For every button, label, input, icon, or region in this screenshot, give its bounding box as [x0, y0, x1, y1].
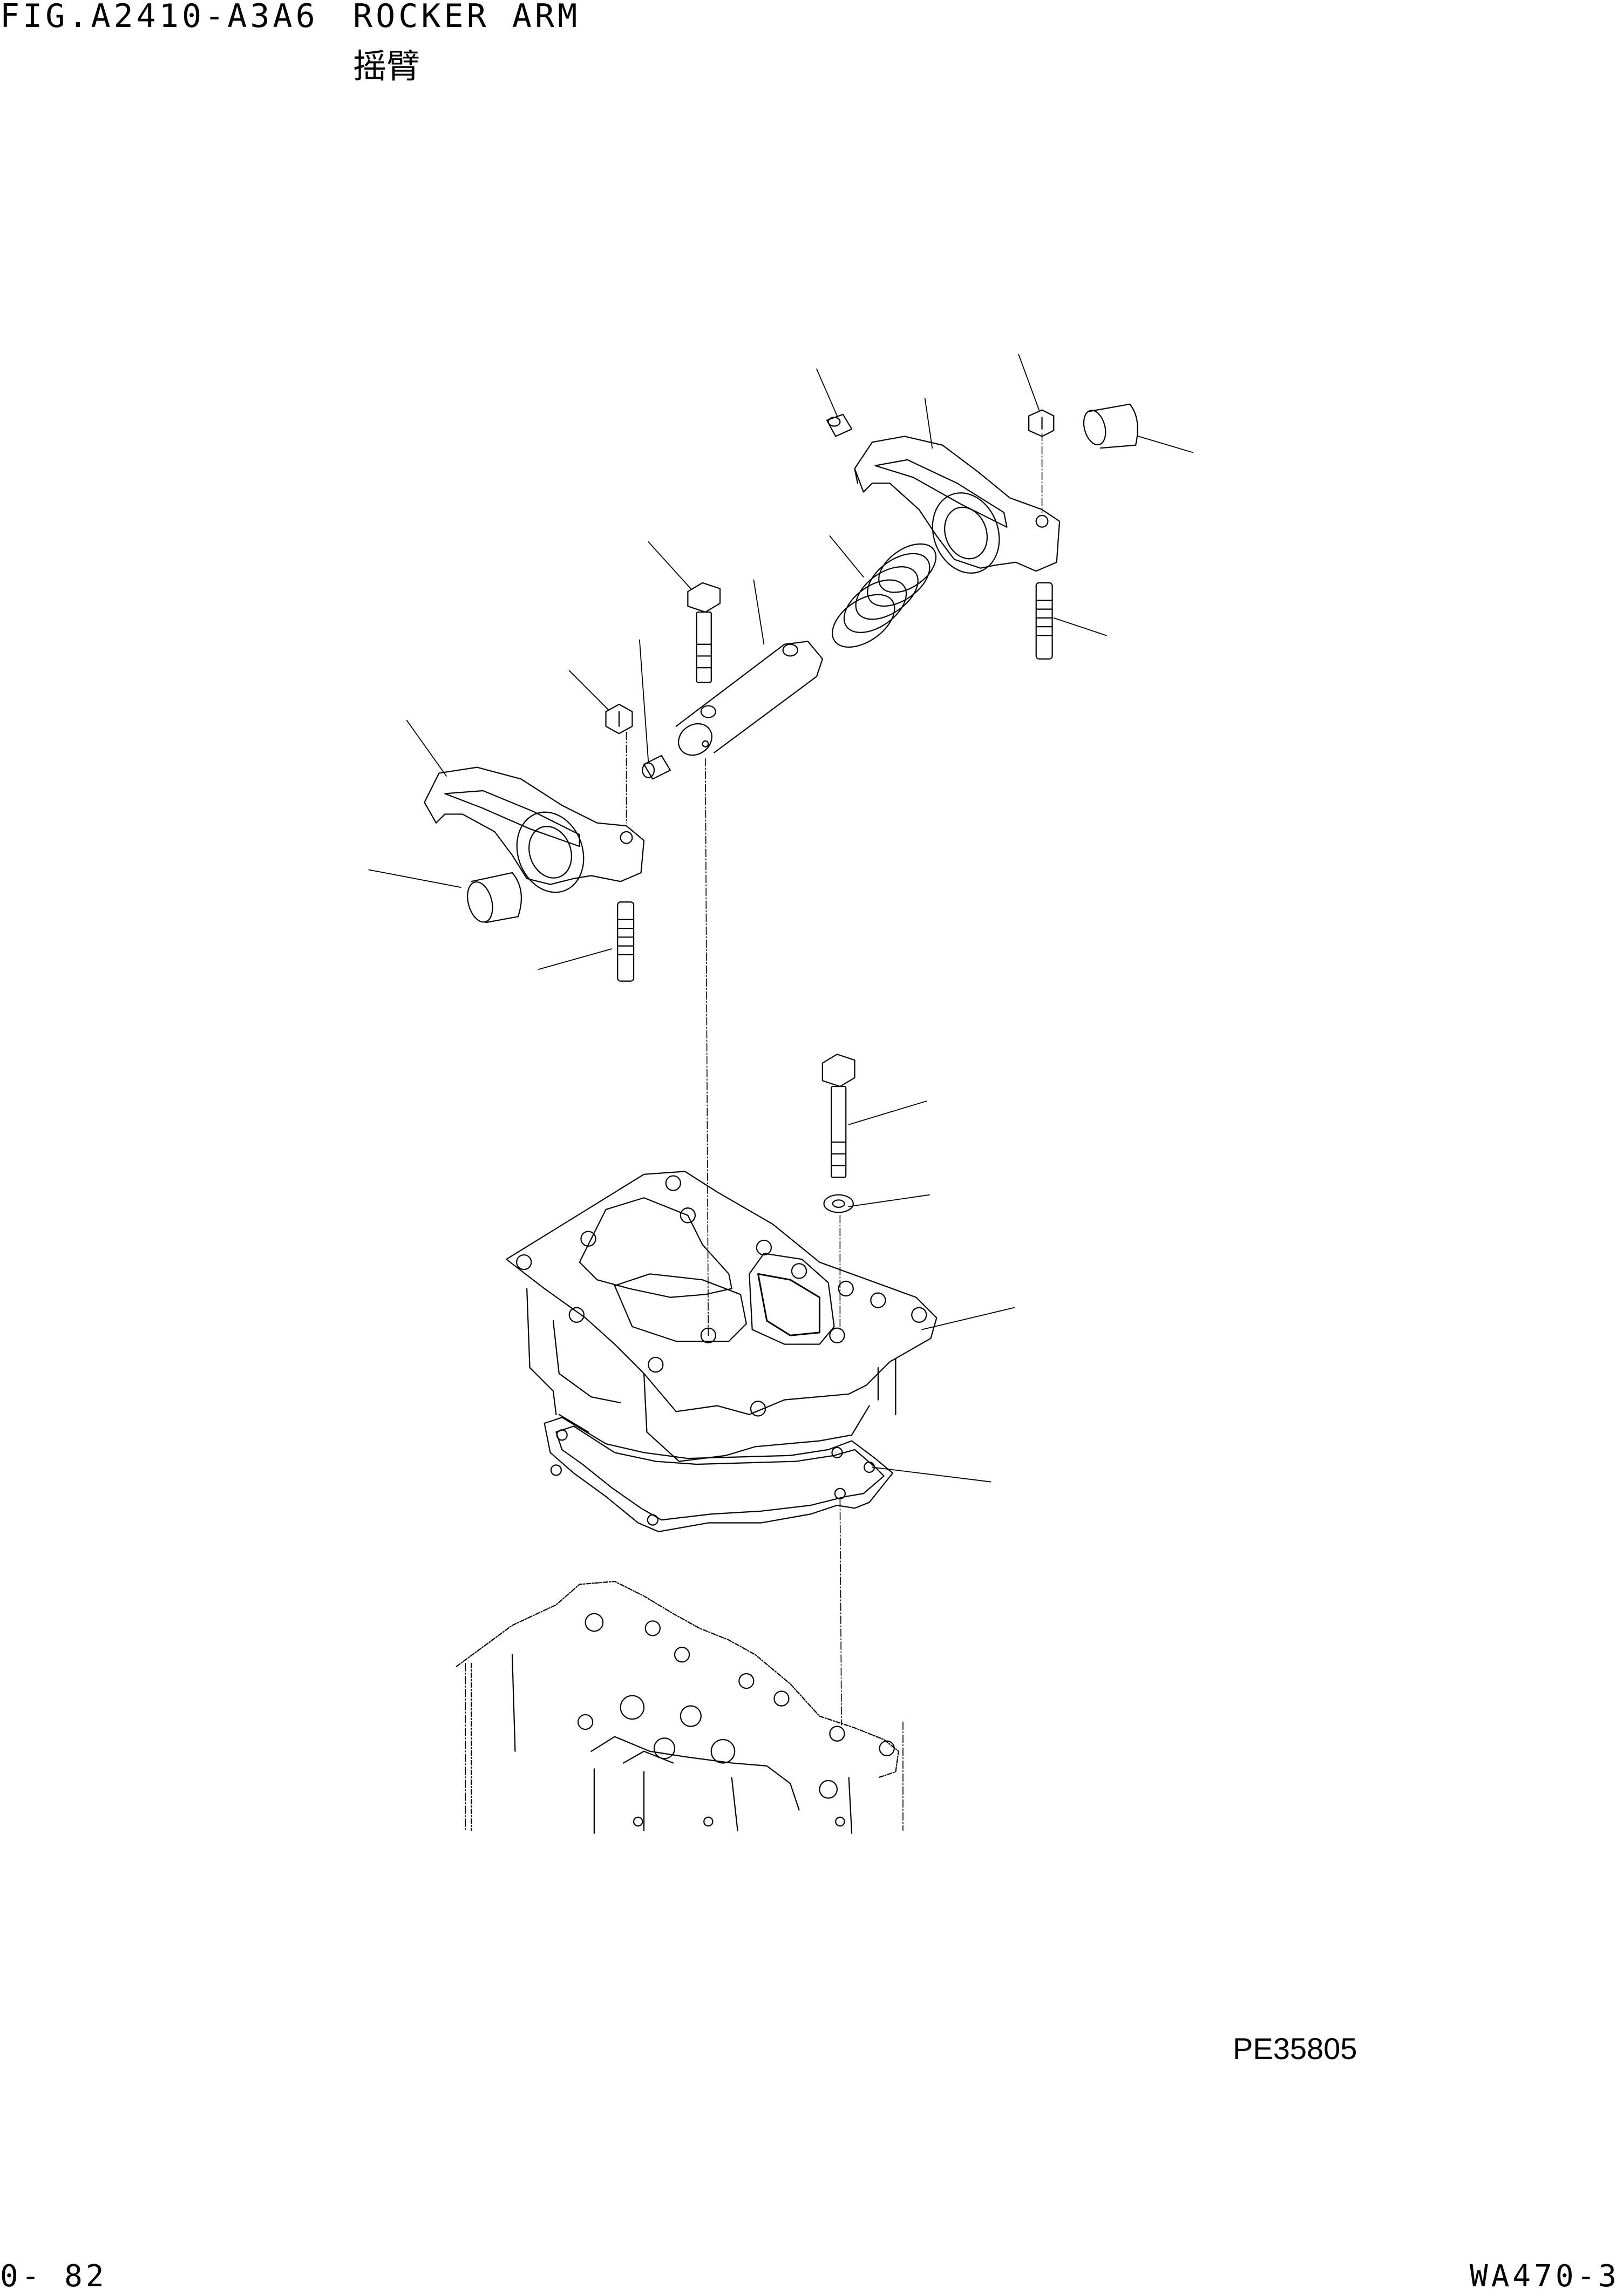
- page-number: 0- 82: [0, 2259, 107, 2294]
- long-bolt: [823, 1054, 855, 1177]
- leader-line: [407, 721, 446, 776]
- leader-line: [753, 580, 764, 644]
- figure-title-english: ROCKER ARM: [353, 0, 581, 35]
- adjusting-screw-lower: [617, 902, 634, 981]
- assembly-center-lines: [465, 433, 1042, 1830]
- leader-line: [369, 870, 461, 888]
- leader-lines: [369, 355, 1193, 1482]
- model-code: WA470-3: [1469, 2259, 1620, 2294]
- bushing-lower: [464, 873, 521, 925]
- nut-middle: [606, 704, 633, 733]
- screw-small: [642, 756, 670, 779]
- drawing-id: PE35805: [1233, 2032, 1357, 2066]
- leader-line: [569, 671, 609, 710]
- bushing-upper: [1080, 404, 1137, 448]
- rocker-shaft: [673, 641, 823, 762]
- cylinder-head: [457, 1581, 899, 1833]
- center-line: [705, 758, 708, 1335]
- leader-line: [849, 1101, 927, 1124]
- leader-line: [1018, 355, 1039, 410]
- spring: [823, 534, 945, 658]
- leader-line: [640, 640, 648, 762]
- rocker-housing: [506, 1171, 936, 1461]
- leader-line: [849, 1195, 929, 1207]
- leader-line: [539, 949, 612, 969]
- leader-line: [925, 398, 933, 448]
- gasket: [545, 1417, 893, 1532]
- leader-line: [1054, 618, 1106, 636]
- pin-upper: [827, 415, 852, 437]
- figure-code: FIG.A2410-A3A6: [0, 0, 318, 35]
- washer: [824, 1195, 853, 1213]
- nut-upper: [1029, 410, 1054, 437]
- leader-line: [922, 1308, 1014, 1330]
- rocker-arm-lower: [424, 767, 644, 902]
- bolt-upper: [688, 583, 720, 682]
- leader-line: [1139, 436, 1193, 452]
- leader-line: [872, 1467, 991, 1482]
- leader-line: [817, 369, 837, 416]
- leader-line: [648, 542, 691, 589]
- rocker-arm-upper: [854, 436, 1060, 582]
- center-line: [840, 1499, 841, 1725]
- adjusting-screw-upper: [1036, 583, 1052, 659]
- leader-line: [830, 536, 863, 577]
- figure-title-chinese: 摇臂: [353, 46, 420, 86]
